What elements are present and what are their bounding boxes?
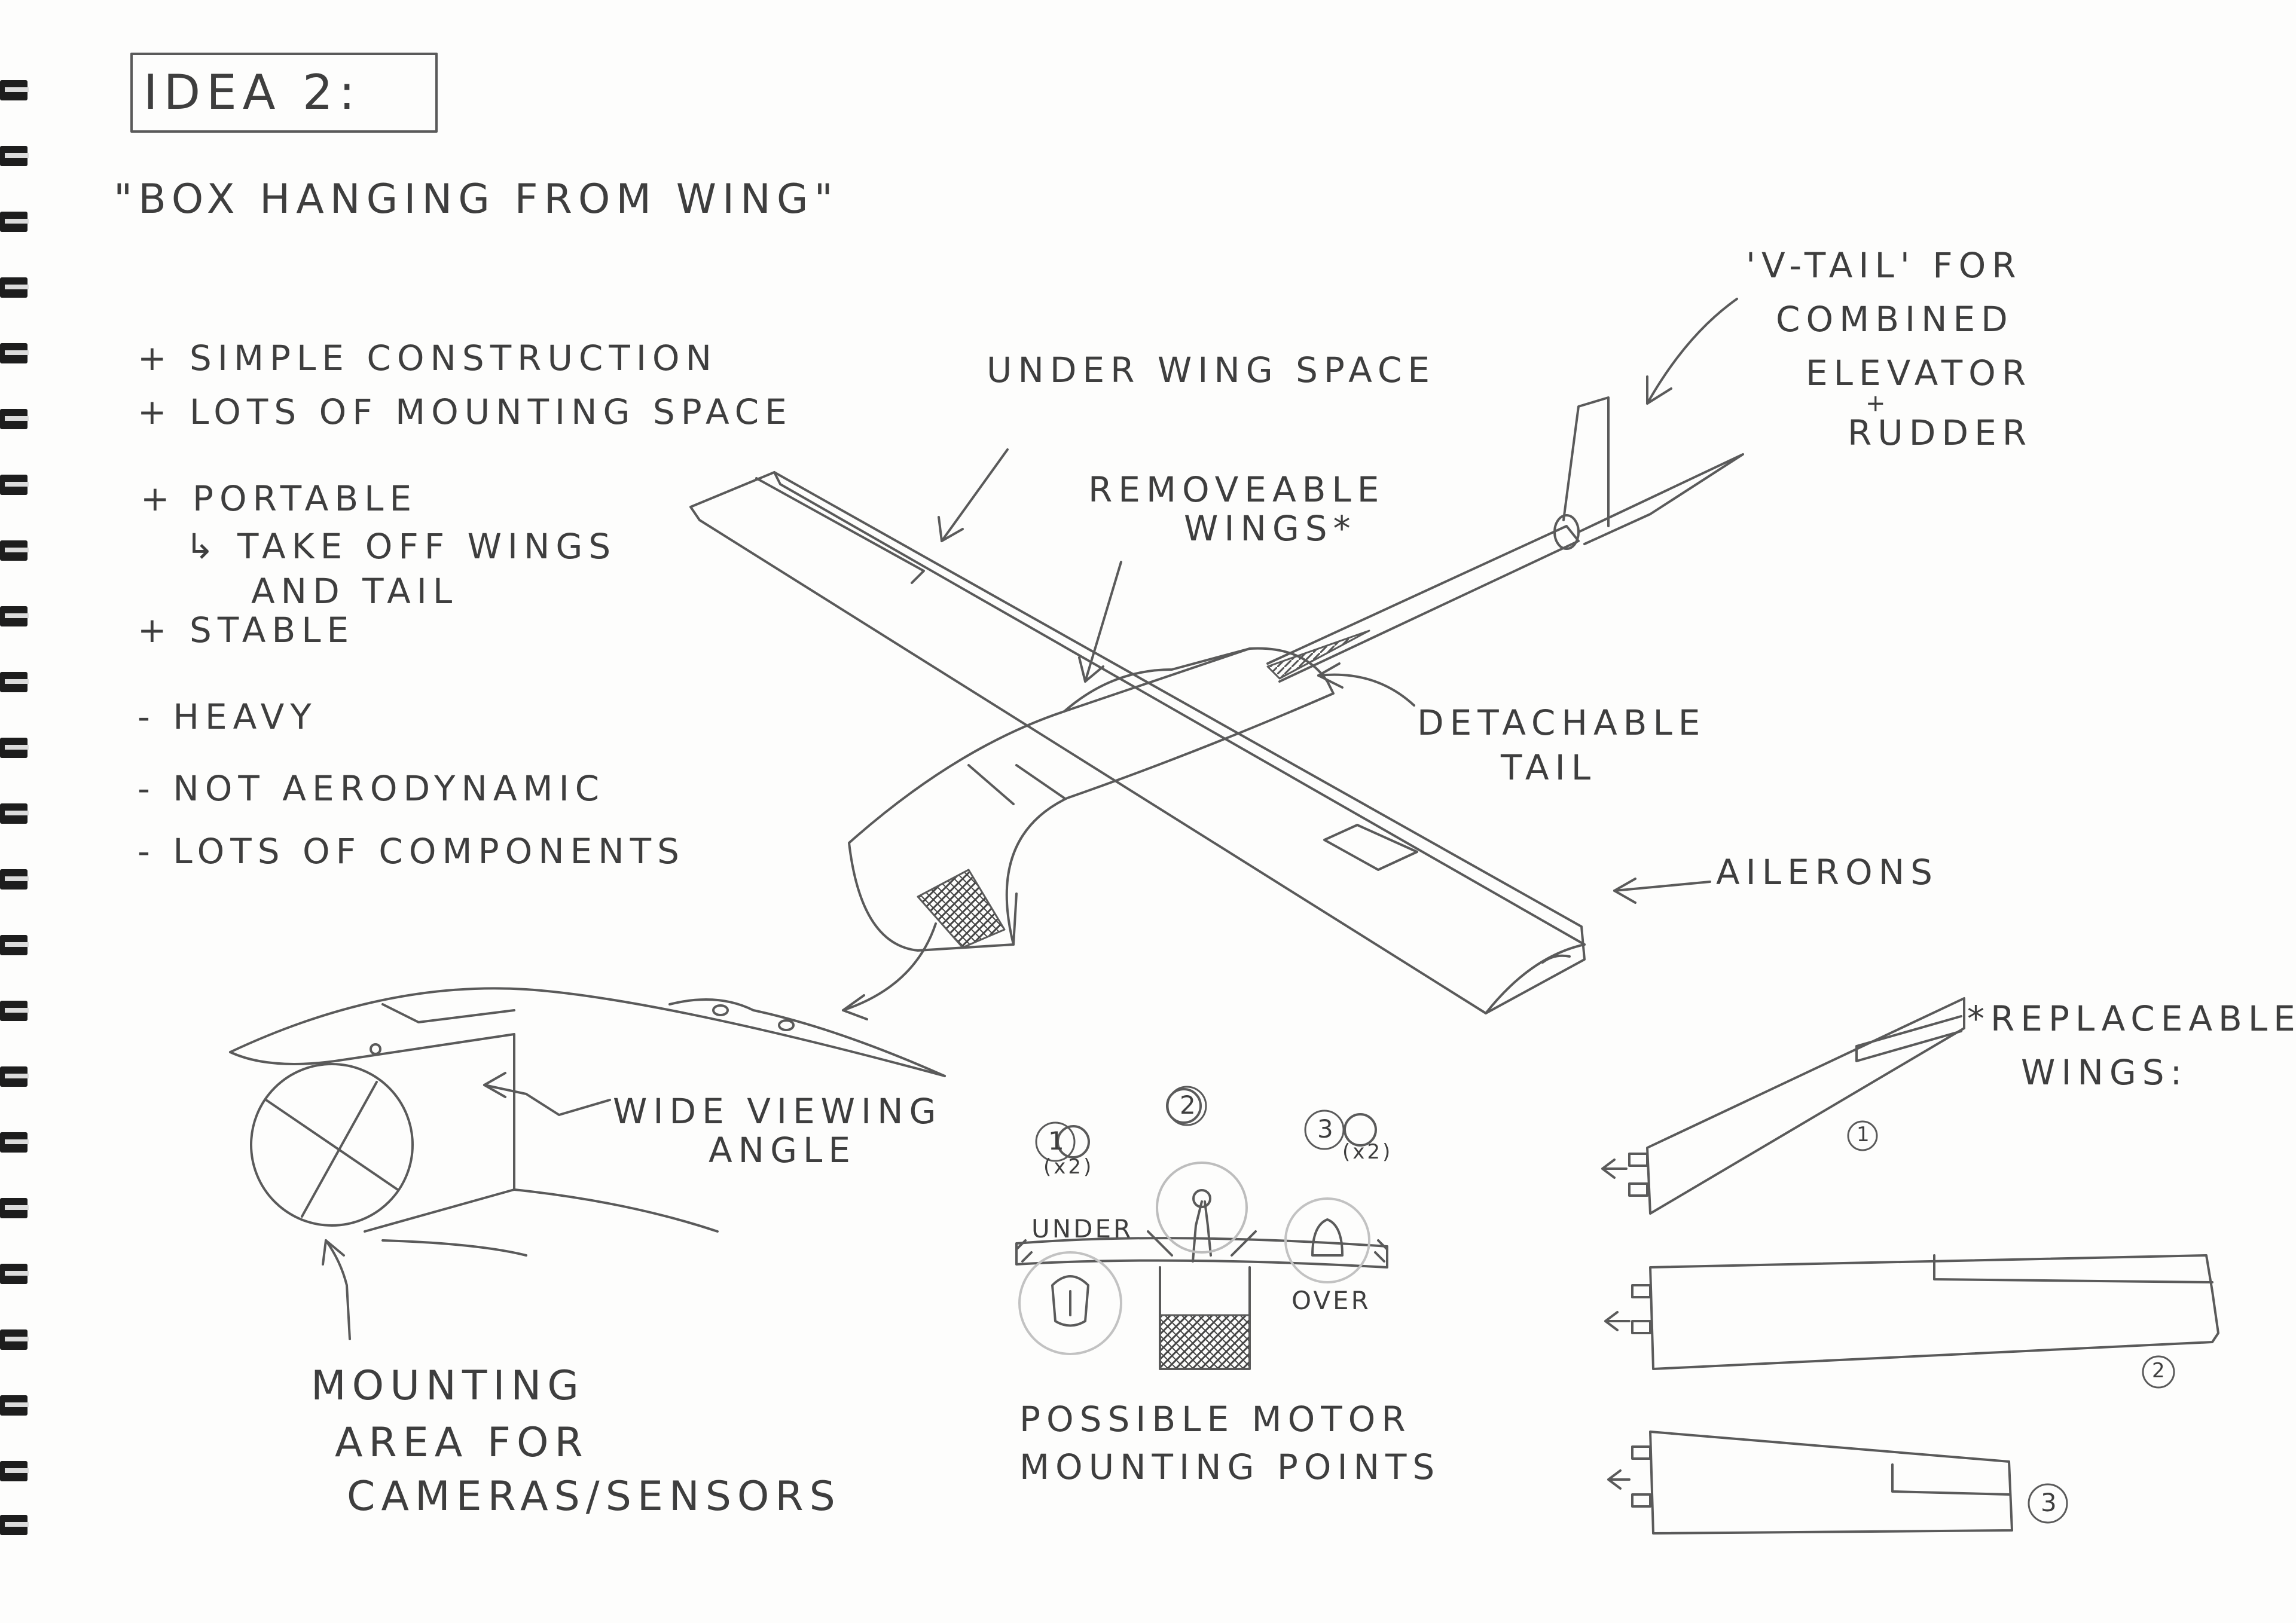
camera-window xyxy=(917,869,1006,949)
arrow-wide-angle xyxy=(483,1084,611,1116)
list-item: - NOT AERODYNAMIC xyxy=(138,768,606,809)
box-detail-sketch xyxy=(229,987,946,1257)
binding-ring xyxy=(0,1459,38,1486)
list-item: + LOTS OF MOUNTING SPACE xyxy=(138,392,793,432)
label-under: UNDER xyxy=(1031,1214,1134,1243)
label-mounting-area: AREA FOR xyxy=(335,1419,589,1466)
arrow-to-detail xyxy=(842,922,937,1011)
circle-w1 xyxy=(1847,1120,1878,1151)
circle-num2 xyxy=(1167,1086,1207,1126)
wing-2 xyxy=(1649,1254,2219,1370)
page-title: IDEA 2: xyxy=(144,65,361,120)
arrow-mounting xyxy=(325,1239,351,1340)
circle-w3 xyxy=(2028,1483,2068,1524)
motor-option-1: 1 xyxy=(1048,1126,1064,1156)
fuselage-wing xyxy=(848,647,1335,952)
binding-ring xyxy=(0,1196,38,1223)
motor-option-3: 3 xyxy=(1317,1114,1333,1144)
label-detachable-tail: TAIL xyxy=(1501,747,1597,788)
label-removeable-wings: WINGS* xyxy=(1184,508,1357,549)
title-box xyxy=(130,53,438,133)
binding-ring xyxy=(0,933,38,960)
label-detachable-tail: DETACHABLE xyxy=(1417,702,1706,743)
replaceable-wings xyxy=(1601,997,2219,1535)
label-wide-viewing-angle: WIDE VIEWING xyxy=(613,1091,942,1132)
label-removeable-wings: REMOVEABLE xyxy=(1088,469,1385,510)
label-v-tail: ELEVATOR xyxy=(1806,353,2032,393)
binding-ring xyxy=(0,998,38,1026)
arrow-under-wing xyxy=(941,448,1009,542)
label-v-tail: + xyxy=(1866,390,1892,417)
label-wide-viewing-angle: ANGLE xyxy=(709,1130,856,1170)
wing-option-3: 3 xyxy=(2041,1488,2057,1517)
arrow-ailerons xyxy=(1613,881,1711,892)
binding-ring xyxy=(0,735,38,763)
binding-ring xyxy=(0,1393,38,1420)
arrow-detachable xyxy=(1317,673,1415,707)
binding-ring xyxy=(0,143,38,171)
circle-w2 xyxy=(2142,1355,2175,1389)
aircraft-sketch xyxy=(689,396,1744,1014)
binding-ring xyxy=(0,406,38,434)
circle-num3 xyxy=(1304,1109,1345,1150)
label-ailerons: AILERONS xyxy=(1716,852,1938,893)
binding-ring xyxy=(0,78,38,105)
label-over: OVER xyxy=(1292,1286,1371,1315)
wing-option-2: 2 xyxy=(2152,1359,2165,1383)
list-item: + STABLE xyxy=(138,610,355,650)
aileron xyxy=(1323,824,1418,871)
arrow-vtail xyxy=(1646,298,1738,405)
label-motor-mounting: POSSIBLE MOTOR xyxy=(1019,1399,1412,1439)
list-item: + PORTABLE xyxy=(141,478,418,519)
binding-ring xyxy=(0,867,38,894)
label-under-wing-space: UNDER WING SPACE xyxy=(987,350,1436,390)
circle-num1 xyxy=(1035,1121,1076,1162)
binding-ring xyxy=(0,1064,38,1092)
binding-ring xyxy=(0,1512,38,1540)
binding-ring xyxy=(0,1261,38,1289)
label-mounting-area: MOUNTING xyxy=(311,1362,585,1410)
wing-option-1: 1 xyxy=(1857,1123,1870,1147)
binding-ring xyxy=(0,670,38,697)
label-v-tail: COMBINED xyxy=(1776,299,2014,340)
binding-ring xyxy=(0,275,38,302)
motor-mount-sketch xyxy=(1015,1088,1388,1370)
label-replaceable-wings: WINGS: xyxy=(2021,1052,2188,1093)
tail-boom-shading xyxy=(1266,629,1370,680)
binding-ring xyxy=(0,1130,38,1157)
wing-1 xyxy=(1646,997,1965,1215)
motor-option-1-count: (x2) xyxy=(1043,1155,1094,1179)
motor-option-3-count: (x2) xyxy=(1342,1140,1393,1164)
binding-ring xyxy=(0,604,38,631)
binding-ring xyxy=(0,801,38,829)
motor-option-2: 2 xyxy=(1180,1090,1196,1120)
binding-ring xyxy=(0,1327,38,1355)
list-item: - LOTS OF COMPONENTS xyxy=(138,831,685,872)
binding-ring xyxy=(0,341,38,368)
list-item: + SIMPLE CONSTRUCTION xyxy=(138,338,718,378)
tail-boom xyxy=(1266,525,1580,683)
wing-3 xyxy=(1649,1431,2013,1535)
list-item: - HEAVY xyxy=(138,696,317,737)
camera-lens xyxy=(250,1063,414,1227)
v-tail-fin xyxy=(1562,396,1610,527)
binding-ring xyxy=(0,209,38,237)
list-item: AND TAIL xyxy=(251,571,459,612)
label-mounting-area: CAMERAS/SENSORS xyxy=(347,1473,841,1520)
binding-ring xyxy=(0,472,38,500)
label-replaceable-wings: *REPLACEABLE xyxy=(1967,998,2296,1039)
arrow-removeable xyxy=(1084,561,1122,683)
label-v-tail: 'V-TAIL' FOR xyxy=(1746,245,2022,286)
label-v-tail: RUDDER xyxy=(1848,412,2033,453)
label-motor-mounting: MOUNTING POINTS xyxy=(1019,1447,1441,1487)
page-subtitle: "BOX HANGING FROM WING" xyxy=(114,176,839,223)
binding-ring xyxy=(0,538,38,566)
tail-plane xyxy=(1577,453,1744,545)
list-item: ↳ TAKE OFF WINGS xyxy=(185,526,617,567)
